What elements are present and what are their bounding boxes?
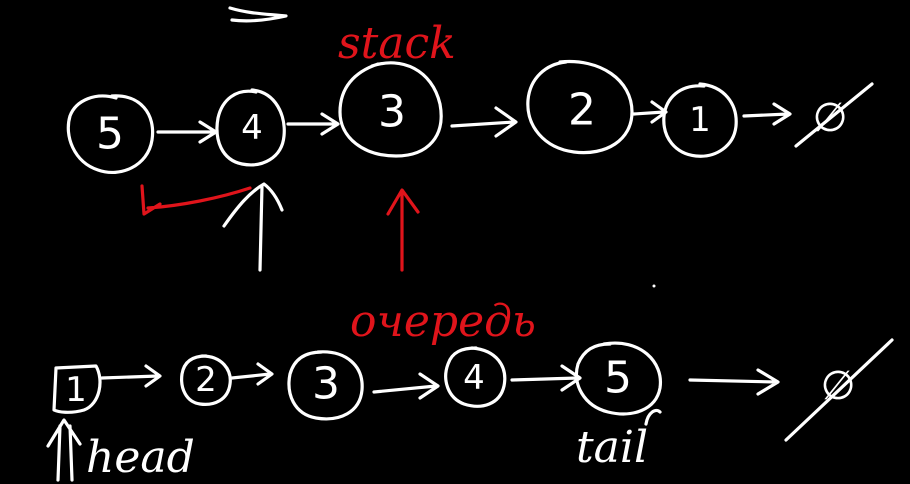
queue-node-value: 2 (195, 360, 217, 400)
stack-node-value: 4 (241, 108, 263, 148)
stack-node-value: 2 (568, 85, 596, 136)
dot-mark (652, 284, 656, 288)
stack-arrow (450, 106, 518, 138)
queue-arrow (230, 362, 274, 386)
stack-arrow (286, 112, 340, 136)
stack-arrow (156, 120, 218, 144)
queue-node: 3 (287, 350, 364, 421)
queue-arrow (510, 364, 582, 392)
queue-node: 4 (444, 346, 507, 408)
stack-null-terminator: ∅ (794, 82, 874, 148)
queue-arrow (372, 372, 440, 400)
scribble-mark (228, 6, 288, 23)
head-label: head (86, 432, 195, 483)
queue-node: 1 (52, 364, 102, 414)
stack-node: 3 (338, 61, 443, 158)
head-up-arrow (46, 418, 82, 482)
stack-node: 2 (526, 59, 634, 155)
stack-node: 1 (662, 82, 738, 158)
queue-tail-pointer: tail (576, 422, 648, 473)
queue-node: 2 (180, 354, 232, 406)
queue-node-value: 4 (463, 358, 485, 398)
stack-arrow (742, 102, 792, 126)
stack-node-value: 5 (96, 109, 124, 160)
stack-node-value: 1 (689, 100, 711, 140)
stack-node-value: 3 (378, 87, 406, 138)
stack-pointer-arrow (222, 182, 284, 272)
queue-null-terminator: ∅ (784, 338, 894, 442)
tail-label: tail (576, 422, 648, 473)
queue-head-pointer: head (46, 418, 195, 483)
stack-node: 4 (215, 88, 286, 167)
queue-node-value: 5 (604, 353, 632, 404)
queue-label: очередь (350, 296, 536, 347)
stack-arrow (632, 100, 668, 124)
stack-list: stack 5 4 3 2 1 (66, 18, 874, 272)
stack-back-arrow (140, 184, 252, 216)
stack-node: 5 (66, 94, 155, 175)
queue-node-value: 3 (312, 359, 340, 410)
stack-top-arrow (386, 188, 420, 272)
queue-node: 5 (575, 341, 662, 426)
queue-node-value: 1 (65, 370, 87, 410)
stack-label: stack (338, 18, 456, 69)
queue-arrow (100, 364, 162, 388)
queue-list: очередь 1 2 3 4 5 (46, 296, 894, 483)
queue-arrow (688, 368, 780, 396)
